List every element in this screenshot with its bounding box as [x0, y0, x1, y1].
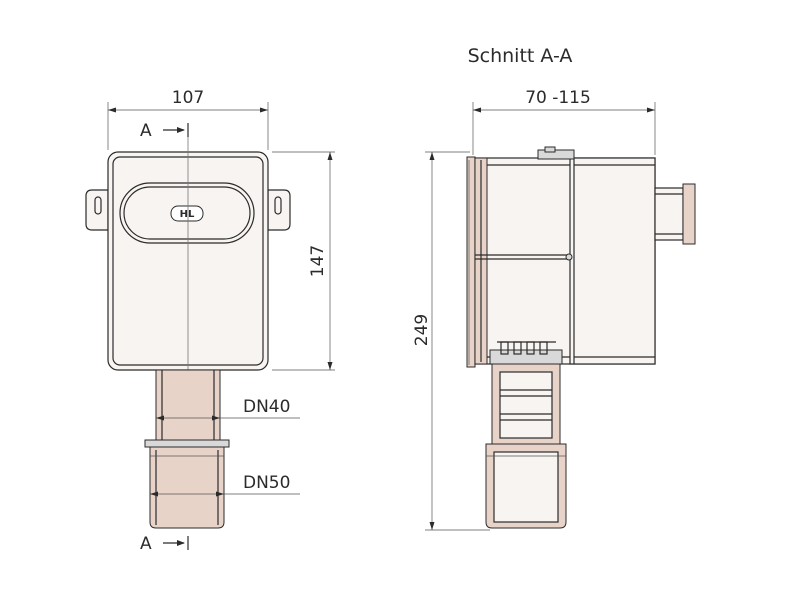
dim-height-total: 249 — [412, 314, 432, 346]
cut-marker-bottom: A — [140, 534, 152, 554]
label-dn40: DN40 — [243, 397, 290, 417]
dim-height-front: 147 — [308, 245, 328, 277]
front-view: 107 147 HL — [85, 88, 335, 554]
pipe-dn40 — [155, 369, 221, 441]
section-view: Schnitt A-A 70 -115 249 — [412, 45, 696, 531]
hl-logo — [170, 205, 204, 222]
svg-text:HL: HL — [180, 209, 195, 220]
cut-marker-top: A — [140, 121, 152, 141]
pipe-dn50 — [149, 446, 225, 529]
dim-range-side: 70 -115 — [525, 88, 591, 108]
section-title: Schnitt A-A — [468, 45, 573, 67]
label-dn50: DN50 — [243, 473, 290, 493]
side-outlet — [654, 187, 684, 241]
dim-width-front: 107 — [172, 88, 204, 108]
